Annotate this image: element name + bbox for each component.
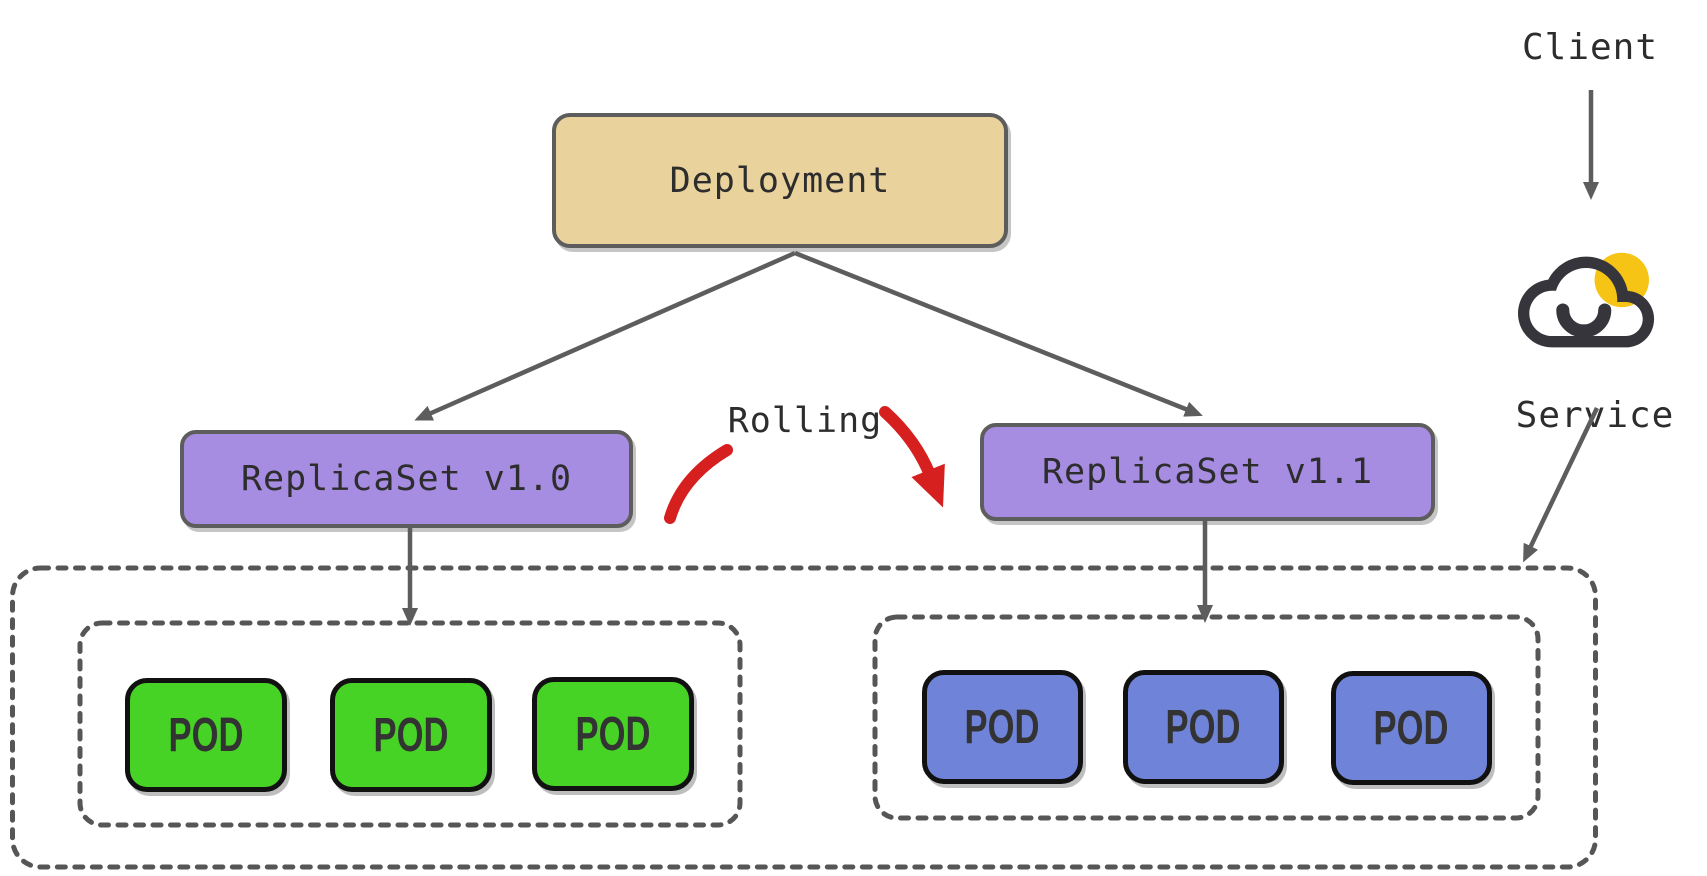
pod-v11-1: POD: [922, 670, 1083, 784]
pod-label: POD: [965, 700, 1040, 754]
cloud-sun-circle: [1594, 252, 1649, 308]
pod-v10-3: POD: [532, 677, 694, 791]
replicaset-v10-node: ReplicaSet v1.0: [180, 430, 633, 528]
replicaset-v11-label: ReplicaSet v1.1: [1041, 452, 1374, 492]
deployment-node: Deployment: [552, 113, 1008, 248]
rolling-arrow-left-segment: [664, 444, 733, 524]
pod-v11-2: POD: [1123, 670, 1284, 784]
deployment-label: Deployment: [669, 160, 891, 201]
pod-label: POD: [373, 708, 449, 762]
client-label: Client: [1521, 27, 1659, 68]
edge-deployment-to-replicaset-v10: [414, 250, 796, 421]
pod-label: POD: [1374, 701, 1449, 755]
cloud-outline: [1518, 256, 1655, 348]
pod-v10-1: POD: [125, 678, 287, 792]
service-label: Service: [1515, 395, 1675, 436]
rolling-label: Rolling: [727, 401, 883, 441]
service-cloud-icon: [1518, 252, 1655, 348]
pod-v11-3: POD: [1331, 671, 1492, 785]
pod-label: POD: [1166, 700, 1241, 754]
cloud-inner-arc: [1556, 303, 1612, 338]
pod-v10-2: POD: [330, 678, 492, 792]
pod-label: POD: [168, 708, 244, 762]
pod-label: POD: [575, 707, 651, 761]
replicaset-v11-node: ReplicaSet v1.1: [980, 423, 1435, 521]
replicaset-v10-label: ReplicaSet v1.0: [240, 459, 573, 499]
edge-deployment-to-replicaset-v11: [794, 250, 1203, 417]
